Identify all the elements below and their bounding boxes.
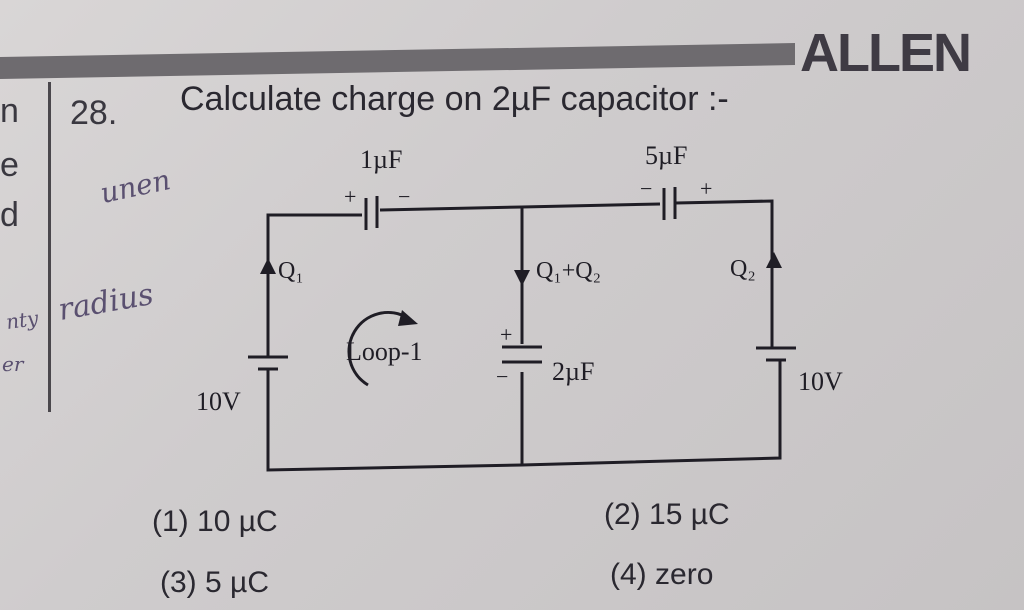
- margin-char: n: [0, 92, 19, 130]
- loop-arrow-head-icon: [398, 310, 418, 326]
- cap-minus: −: [496, 364, 508, 389]
- option-2: (2) 15 µC: [604, 498, 730, 531]
- cap-label: 2µF: [552, 357, 594, 386]
- cap-label: 5µF: [645, 141, 687, 170]
- battery-right: [756, 335, 796, 370]
- arrow-down-icon: [514, 270, 530, 286]
- cap-minus: −: [640, 176, 652, 201]
- arrow-up-icon: [260, 258, 276, 274]
- wire: [521, 202, 661, 209]
- option-1: (1) 10 µC: [152, 505, 278, 538]
- cap-minus: −: [398, 184, 410, 209]
- circuit-wires: [266, 199, 782, 472]
- cap-plus: +: [344, 184, 356, 209]
- current-label: Q₂: [730, 256, 756, 282]
- wire: [266, 213, 362, 345]
- loop-label: Loop-1: [346, 337, 423, 366]
- wire: [266, 370, 782, 472]
- margin-line: [48, 82, 51, 412]
- handwritten-note: er: [2, 352, 24, 376]
- battery-left: [248, 345, 288, 382]
- wire: [379, 205, 523, 212]
- current-label: Q₁+Q₂: [536, 258, 601, 284]
- option-3: (3) 5 µC: [160, 566, 269, 599]
- capacitor-2uf: [502, 345, 542, 364]
- battery-label: 10V: [196, 387, 241, 416]
- margin-char: d: [0, 196, 19, 234]
- question-text: Calculate charge on 2µF capacitor :-: [180, 80, 729, 118]
- arrow-up-icon: [766, 252, 782, 268]
- cap-plus: +: [500, 322, 512, 347]
- battery-label: 10V: [798, 367, 843, 396]
- wire: [675, 199, 774, 335]
- capacitor-5uf: [662, 187, 677, 220]
- brand-logo: ALLEN: [800, 23, 972, 83]
- capacitor-1uf: [364, 196, 379, 230]
- question-number: 28.: [70, 94, 118, 132]
- margin-char: e: [0, 146, 19, 184]
- option-4: (4) zero: [610, 558, 714, 591]
- current-label: Q₁: [278, 258, 304, 284]
- cap-label: 1µF: [360, 145, 402, 174]
- loop-arrow: [347, 310, 409, 387]
- cap-plus: +: [700, 176, 712, 201]
